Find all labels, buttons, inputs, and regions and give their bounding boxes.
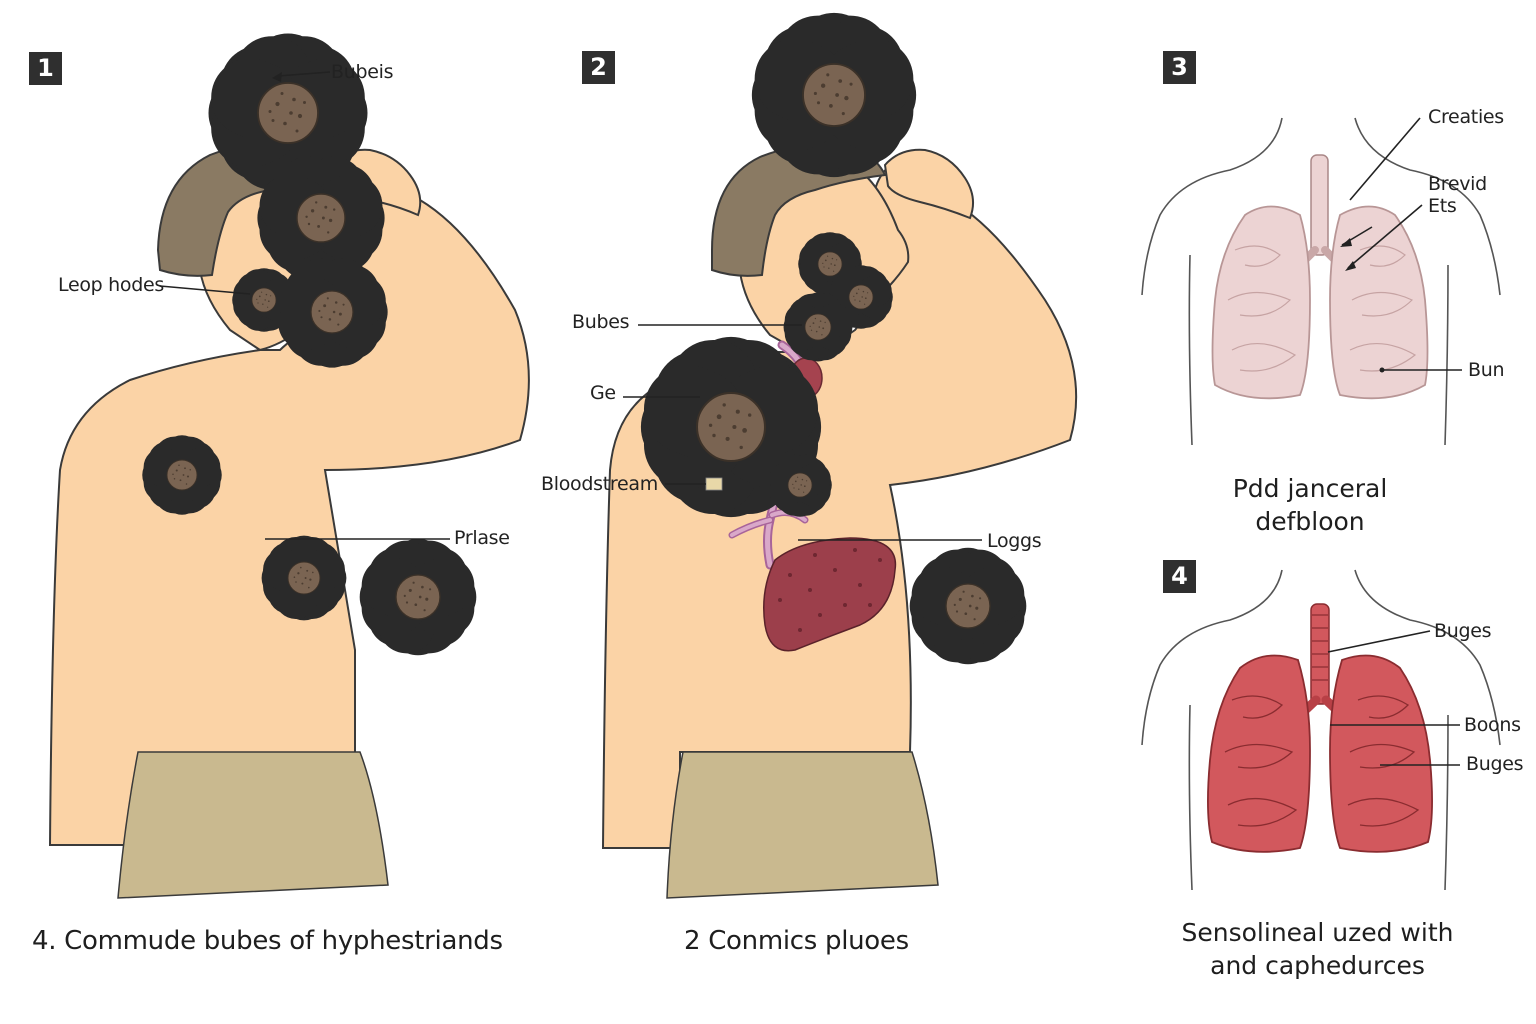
panel3-lung-right bbox=[1329, 205, 1429, 400]
panel1-label-bubeis: Bubeis bbox=[331, 61, 394, 83]
panel1-figure bbox=[48, 71, 530, 899]
panel3-caption-line1: Pdd janceral bbox=[1232, 474, 1388, 503]
panel1-shorts bbox=[117, 751, 389, 899]
panel3-label-bun: Bun bbox=[1468, 359, 1505, 381]
panel4-lung-left bbox=[1207, 654, 1311, 853]
panel3-trachea bbox=[1310, 154, 1329, 256]
panel2-bacterium-outside bbox=[938, 576, 997, 635]
panel4-label-buges-bottom: Buges bbox=[1466, 753, 1524, 775]
panel2-bloodstream-marker bbox=[705, 477, 723, 491]
panel-badge-1: 1 bbox=[29, 52, 62, 85]
panel2-bacterium-large bbox=[685, 381, 777, 473]
panel4-caption: Sensolineal uzed with and caphedurces bbox=[1150, 916, 1485, 982]
panel4-figure bbox=[1141, 569, 1501, 891]
panel4-lung-right bbox=[1329, 654, 1433, 853]
panel2-figure bbox=[601, 53, 1078, 899]
panel3-label-brevid: Brevid bbox=[1428, 173, 1487, 195]
panel-badge-4: 4 bbox=[1163, 560, 1196, 593]
panel1-label-leop-hodes: Leop hodes bbox=[58, 274, 164, 296]
panel1-bacterium-abdomen bbox=[282, 556, 325, 599]
panel1-bacterium-chest bbox=[162, 455, 203, 496]
panel1-caption: 4. Commude bubes of hyphestriands bbox=[32, 926, 503, 956]
panel4-body-outline bbox=[1141, 569, 1501, 891]
panel1-lymph-node bbox=[248, 284, 280, 316]
panel2-label-bloodstream: Bloodstream bbox=[541, 473, 658, 495]
panel2-caption: 2 Conmics pluoes bbox=[684, 926, 909, 956]
panel3-caption-line2: defbloon bbox=[1255, 507, 1365, 536]
panel3-figure bbox=[1141, 117, 1501, 446]
panel2-organ-texture bbox=[778, 548, 882, 632]
panel3-body-outline bbox=[1141, 117, 1501, 446]
panel1-bacterium-top bbox=[248, 73, 329, 154]
panel2-torso bbox=[601, 156, 1078, 849]
panel2-organ bbox=[763, 537, 897, 652]
panel1-leaders bbox=[159, 71, 450, 540]
panel2-label-bubes: Bubes bbox=[572, 311, 630, 333]
panel4-caption-line1: Sensolineal uzed with bbox=[1181, 918, 1454, 947]
panel2-hand bbox=[883, 148, 975, 220]
panel2-shorts bbox=[666, 751, 939, 899]
panel4-lung-texture bbox=[1224, 695, 1420, 827]
panel2-label-loggs: Loggs bbox=[987, 530, 1042, 552]
panel4-label-boons: Boons bbox=[1464, 714, 1521, 736]
panel1-label-prlase: Prlase bbox=[454, 527, 510, 549]
panel3-caption: Pdd janceral defbloon bbox=[1180, 472, 1440, 538]
panel-badge-2: 2 bbox=[582, 51, 615, 84]
panel2-bubo bbox=[800, 309, 835, 344]
panel4-leaders bbox=[1327, 630, 1460, 766]
panel4-label-buges-top: Buges bbox=[1434, 620, 1492, 642]
panel2-bacterium-chest bbox=[784, 469, 816, 501]
panel2-bacterium-jaw bbox=[845, 281, 877, 313]
panel2-label-ge: Ge bbox=[590, 382, 616, 404]
panel-badge-3: 3 bbox=[1163, 51, 1196, 84]
panel4-caption-line2: and caphedurces bbox=[1210, 951, 1425, 980]
panel2-hair bbox=[711, 143, 887, 277]
panel3-label-creaties: Creaties bbox=[1428, 106, 1504, 128]
panel2-leaders bbox=[623, 324, 982, 541]
panel2-bacterium-top bbox=[792, 53, 876, 137]
panel4-trachea-rings bbox=[1312, 614, 1328, 681]
panel1-bacterium-outside bbox=[388, 567, 447, 626]
panel1-bacterium-neck bbox=[304, 284, 361, 341]
panel1-bacterium-face bbox=[289, 186, 354, 251]
panel3-lung-left bbox=[1211, 205, 1311, 400]
panel3-label-ets: Ets bbox=[1428, 195, 1457, 217]
panel3-leaders bbox=[1340, 117, 1462, 373]
